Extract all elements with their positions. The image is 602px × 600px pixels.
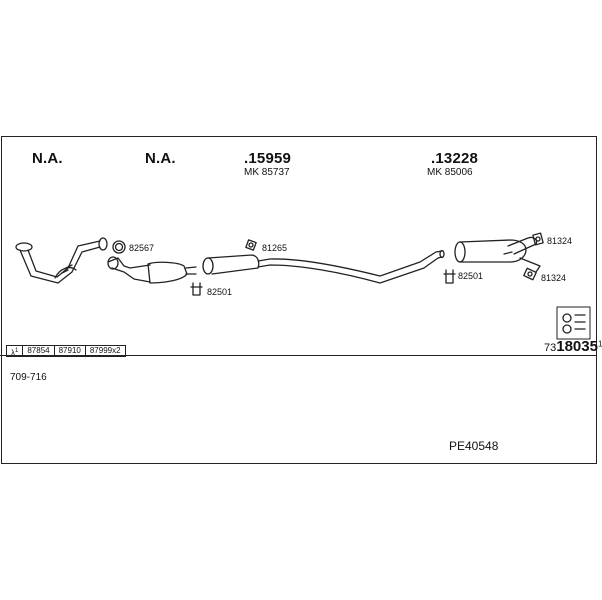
section-a-code: .15959 [244,150,292,167]
part-number: 73180351 [544,338,602,355]
variant-item: 87999x2 [89,346,121,355]
na-label-1: N.A. [32,150,63,167]
diagram-frame [1,136,597,464]
callout-clamp-left: 82501 [207,287,233,297]
section-a-mk: MK 85737 [244,167,290,178]
ring-gasket-part[interactable] [112,240,126,254]
na-label-2: N.A. [145,150,176,167]
rubber-mount-bottom-part[interactable] [523,267,537,281]
variant-symbol: λ1 [7,346,24,358]
mounting-kit-icon [556,306,591,340]
variant-table: λ1 87854 87910 87999x2 [6,345,126,358]
callout-ring-gasket: 82567 [129,243,155,253]
middle-silencer-part[interactable] [202,249,445,284]
system-code: PE40548 [449,439,499,453]
range-label: 709-716 [10,372,47,383]
rear-silencer-part[interactable] [454,236,541,273]
hanger-middle-part[interactable] [245,239,257,251]
callout-rubber-top: 81324 [547,236,573,246]
clamp-right-part[interactable] [443,269,456,284]
rubber-mount-top-part[interactable] [532,232,544,246]
callout-hanger-mid: 81265 [262,243,288,253]
section-b-code: .13228 [431,150,479,167]
callout-rubber-bottom: 81324 [541,273,567,283]
variant-item: 87854 [23,346,55,356]
section-b-mk: MK 85006 [427,167,473,178]
front-pipe-part[interactable] [15,237,108,284]
clamp-left-part[interactable] [190,282,203,296]
separator-line [0,355,596,356]
callout-clamp-right: 82501 [458,271,484,281]
variant-item: 87910 [55,346,86,356]
catalytic-converter-part[interactable] [107,256,197,284]
